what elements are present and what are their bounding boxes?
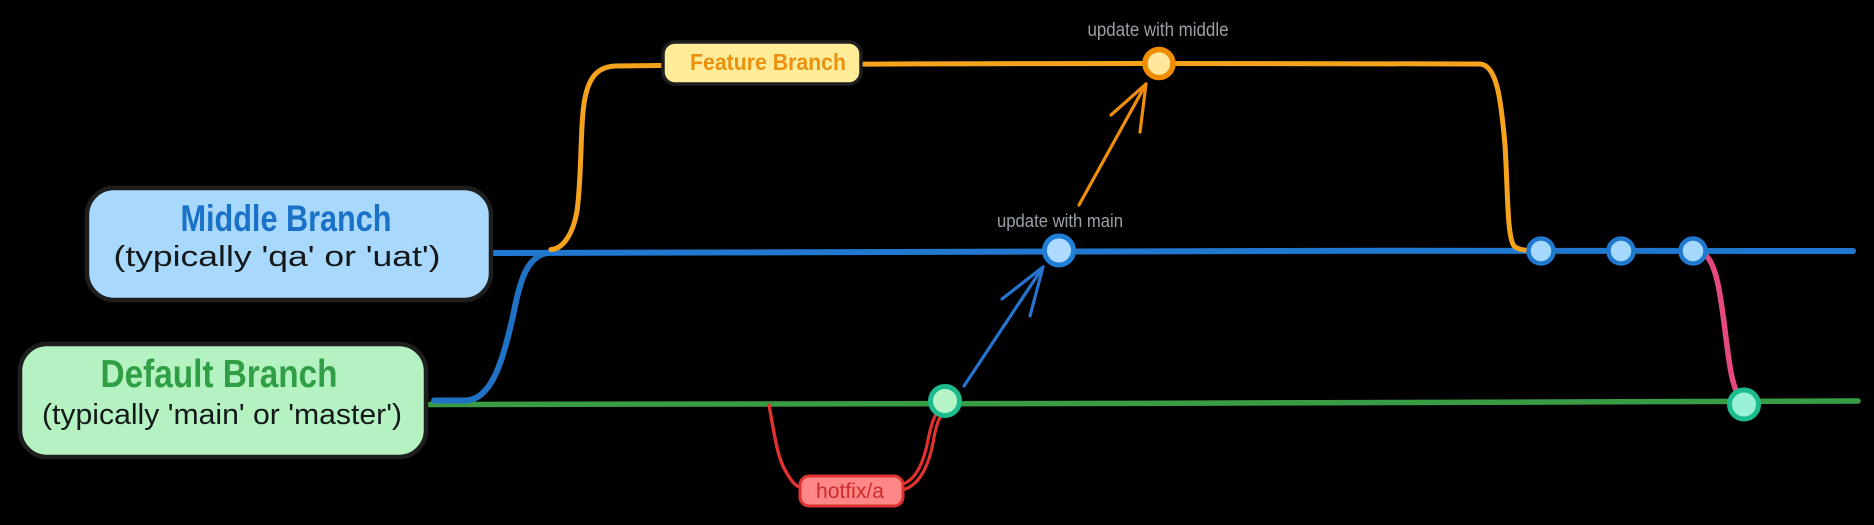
svg-text:update with middle: update with middle bbox=[1088, 20, 1229, 41]
svg-text:Feature Branch: Feature Branch bbox=[690, 49, 846, 75]
svg-text:(typically 'qa' or 'uat'): (typically 'qa' or 'uat') bbox=[114, 241, 441, 273]
svg-text:(typically 'main' or 'master'): (typically 'main' or 'master') bbox=[42, 399, 402, 431]
svg-text:hotfix/a: hotfix/a bbox=[816, 480, 884, 503]
svg-text:Default Branch: Default Branch bbox=[101, 353, 338, 396]
svg-text:update with main: update with main bbox=[997, 211, 1123, 231]
svg-text:Middle Branch: Middle Branch bbox=[181, 198, 392, 239]
